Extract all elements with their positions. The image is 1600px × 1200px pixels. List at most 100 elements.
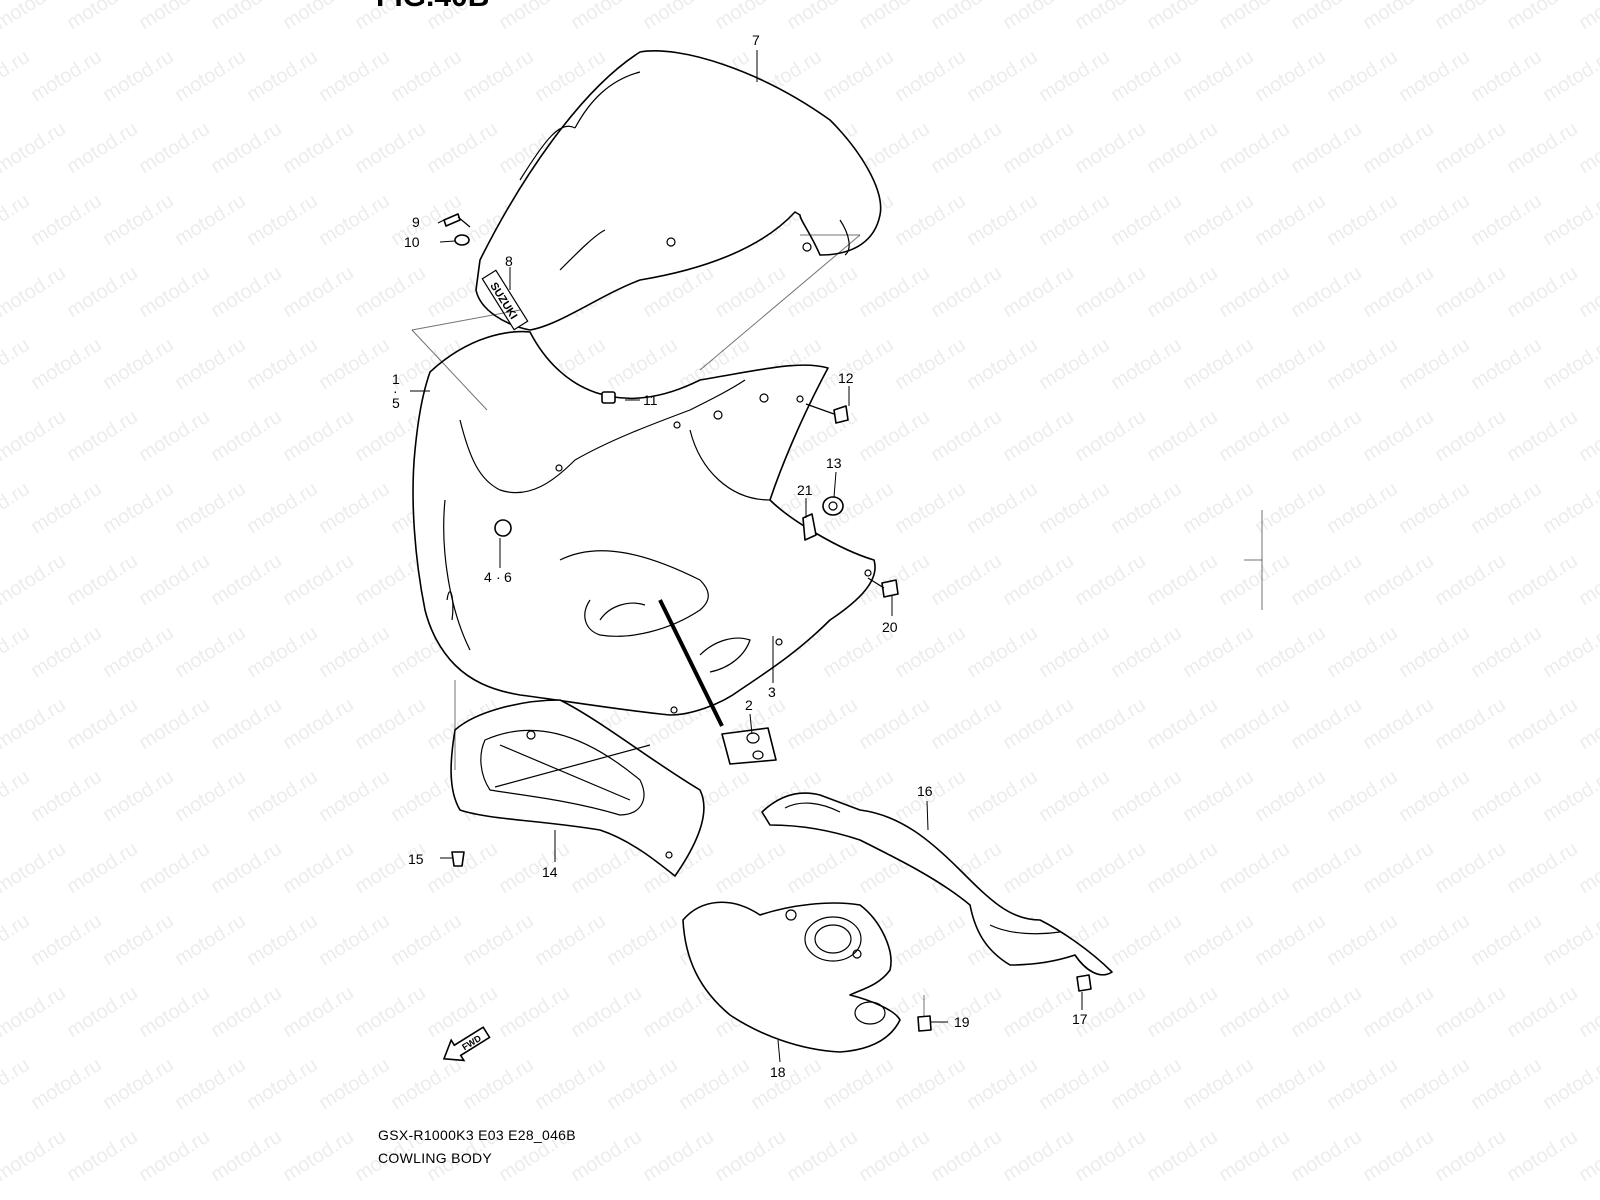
watermark-text: motod.ru (1035, 622, 1114, 682)
watermark-text: motod.ru (171, 910, 250, 970)
watermark-text: motod.ru (0, 262, 70, 322)
watermark-text: motod.ru (63, 838, 142, 898)
watermark-text: motod.ru (1179, 46, 1258, 106)
diagram-code: GSX-R1000K3 E03 E28_046B (378, 1127, 576, 1143)
callout-dot-1: · (393, 383, 398, 399)
watermark-text: motod.ru (1179, 1054, 1258, 1114)
callout-9: 9 (412, 214, 420, 230)
watermark-text: motod.ru (1071, 262, 1150, 322)
watermark-text: motod.ru (1035, 478, 1114, 538)
watermark-text: motod.ru (1575, 550, 1600, 610)
watermark-text: motod.ru (315, 190, 394, 250)
watermark-text: motod.ru (783, 694, 862, 754)
watermark-text: motod.ru (243, 910, 322, 970)
watermark-text: motod.ru (963, 46, 1042, 106)
watermark-text: motod.ru (675, 1054, 754, 1114)
watermark-text: motod.ru (891, 1054, 970, 1114)
lower-shield (682, 901, 901, 1053)
watermark-text: motod.ru (1359, 1126, 1438, 1186)
watermark-text: motod.ru (1107, 46, 1186, 106)
watermark-text: motod.ru (99, 622, 178, 682)
watermark-text: motod.ru (99, 190, 178, 250)
watermark-text: motod.ru (567, 0, 646, 34)
watermark-text: motod.ru (135, 982, 214, 1042)
callout-10: 10 (404, 234, 420, 250)
watermark-text: motod.ru (1035, 190, 1114, 250)
watermark-text: motod.ru (0, 334, 34, 394)
watermark-text: motod.ru (927, 262, 1006, 322)
watermark-text: motod.ru (279, 694, 358, 754)
watermark-text: motod.ru (1071, 0, 1150, 34)
watermark-text: motod.ru (63, 118, 142, 178)
watermark-text: motod.ru (567, 982, 646, 1042)
watermark-text: motod.ru (999, 550, 1078, 610)
watermark-text: motod.ru (999, 118, 1078, 178)
watermark-text: motod.ru (135, 406, 214, 466)
watermark-text: motod.ru (639, 982, 718, 1042)
watermark-text: motod.ru (1503, 0, 1582, 34)
watermark-text: motod.ru (279, 550, 358, 610)
watermark-text: motod.ru (459, 46, 538, 106)
watermark-text: motod.ru (1035, 766, 1114, 826)
watermark-text: motod.ru (963, 334, 1042, 394)
watermark-text: motod.ru (1143, 550, 1222, 610)
watermark-text: motod.ru (0, 550, 70, 610)
watermark-text: motod.ru (1251, 622, 1330, 682)
watermark-text: motod.ru (1179, 910, 1258, 970)
watermark-text: motod.ru (1287, 694, 1366, 754)
watermark-text: motod.ru (0, 982, 70, 1042)
watermark-text: motod.ru (423, 0, 502, 34)
watermark-text: motod.ru (99, 478, 178, 538)
callout-2: 2 (745, 697, 753, 713)
watermark-text: motod.ru (171, 622, 250, 682)
watermark-text: motod.ru (63, 1126, 142, 1186)
watermark-text: motod.ru (387, 1054, 466, 1114)
watermark-text: motod.ru (1359, 118, 1438, 178)
watermark-text: motod.ru (243, 1054, 322, 1114)
callout-19: 19 (954, 1014, 970, 1030)
watermark-text: motod.ru (315, 478, 394, 538)
watermark-text: motod.ru (135, 0, 214, 34)
watermark-text: motod.ru (1251, 1054, 1330, 1114)
watermark-text: motod.ru (1287, 838, 1366, 898)
watermark-text: motod.ru (279, 0, 358, 34)
watermark-text: motod.ru (1143, 118, 1222, 178)
watermark-text: motod.ru (1395, 334, 1474, 394)
watermark-text: motod.ru (1467, 910, 1546, 970)
watermark-text: motod.ru (135, 1126, 214, 1186)
watermark-text: motod.ru (603, 910, 682, 970)
watermark-text: motod.ru (279, 1126, 358, 1186)
watermark-text: motod.ru (135, 694, 214, 754)
watermark-text: motod.ru (1395, 478, 1474, 538)
watermark-text: motod.ru (1215, 406, 1294, 466)
watermark-text: motod.ru (315, 766, 394, 826)
watermark-text: motod.ru (1323, 1054, 1402, 1114)
watermark-text: motod.ru (63, 262, 142, 322)
watermark-text: motod.ru (891, 478, 970, 538)
watermark-text: motod.ru (1539, 910, 1600, 970)
watermark-text: motod.ru (1179, 766, 1258, 826)
callout-13: 13 (826, 455, 842, 471)
watermark-text: motod.ru (27, 46, 106, 106)
watermark-text: motod.ru (1323, 910, 1402, 970)
watermark-text: motod.ru (387, 910, 466, 970)
diagram-name: COWLING BODY (378, 1150, 493, 1166)
watermark-text: motod.ru (0, 406, 70, 466)
watermark-text: motod.ru (171, 1054, 250, 1114)
watermark-text: motod.ru (999, 406, 1078, 466)
callout-11: 11 (643, 392, 658, 408)
watermark-text: motod.ru (1503, 838, 1582, 898)
watermark-text: motod.ru (279, 406, 358, 466)
watermark-text: motod.ru (1035, 46, 1114, 106)
watermark-text: motod.ru (1467, 334, 1546, 394)
watermark-text: motod.ru (243, 478, 322, 538)
watermark-text: motod.ru (1143, 406, 1222, 466)
watermark-text: motod.ru (1431, 118, 1510, 178)
watermark-text: motod.ru (63, 406, 142, 466)
watermark-text: motod.ru (63, 982, 142, 1042)
watermark-text: motod.ru (279, 838, 358, 898)
watermark-text: motod.ru (1179, 622, 1258, 682)
watermark-text: motod.ru (1467, 766, 1546, 826)
watermark-text: motod.ru (1287, 406, 1366, 466)
watermark-text: motod.ru (135, 118, 214, 178)
